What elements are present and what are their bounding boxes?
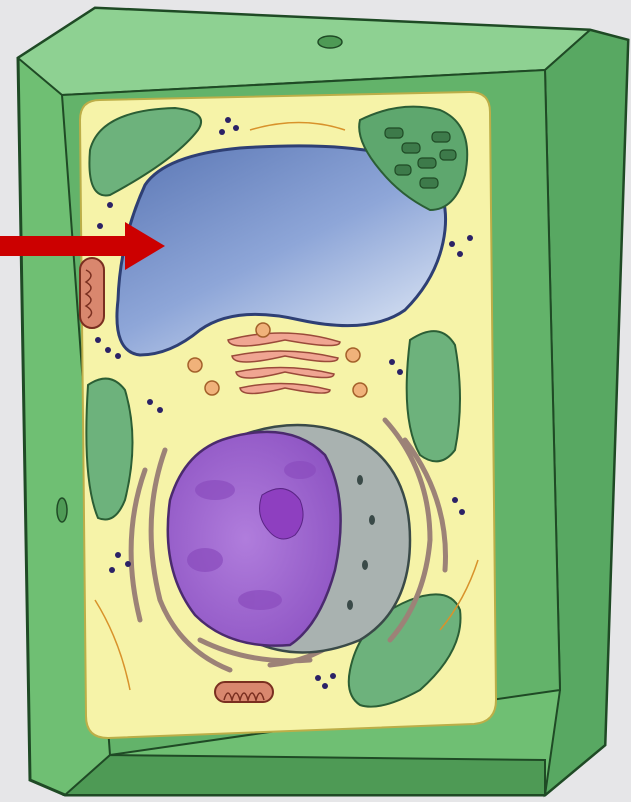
plasmodesma-left xyxy=(57,498,67,522)
chloroplast-mid-right xyxy=(407,331,460,461)
mitochondrion-left xyxy=(80,258,104,328)
nucleus xyxy=(168,425,410,653)
cell-wall-bottom-face xyxy=(65,755,545,795)
chloroplast-mid-left xyxy=(86,379,132,520)
plasmodesma-top xyxy=(318,36,342,48)
nucleoplasm xyxy=(168,432,341,646)
